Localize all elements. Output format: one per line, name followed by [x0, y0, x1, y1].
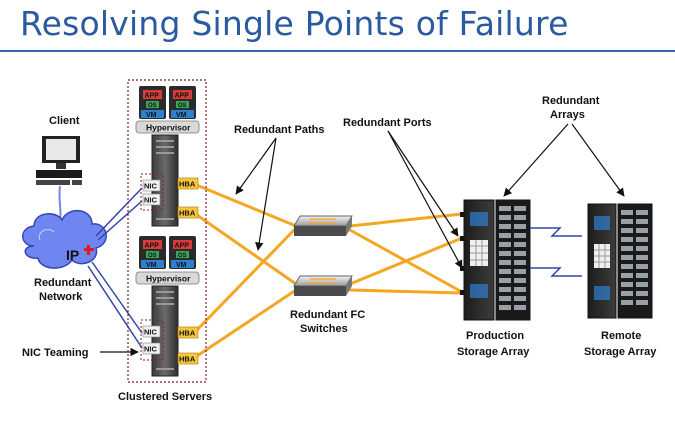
vm-label: VM — [176, 262, 187, 269]
app-label: APP — [145, 243, 160, 250]
redundant-arrays-label-2: Arrays — [550, 109, 585, 121]
title-rule — [0, 50, 675, 52]
os-label: OS — [178, 253, 187, 259]
path-hba2-switch2 — [192, 211, 298, 286]
nic-label: NIC — [144, 328, 158, 337]
production-label-1: Production — [466, 330, 524, 342]
redundant-paths-arrows — [235, 137, 277, 251]
nic-label: NIC — [144, 345, 158, 354]
ip-label: IP — [66, 247, 79, 263]
path-switch2-array-b — [348, 288, 464, 295]
nic-team-box — [140, 173, 164, 211]
fc-switch-1 — [293, 215, 353, 236]
path-switch2-array-a — [348, 236, 464, 286]
server-1: APP OS VM APP OS VM Hypervisor NIC NIC H… — [135, 86, 200, 227]
path-hba3-switch1 — [192, 226, 298, 335]
os-label: OS — [148, 103, 157, 109]
hba-port — [177, 326, 199, 339]
server-2: APP OS VM APP OS VM Hypervisor NIC NIC H… — [135, 236, 200, 377]
vm-label: VM — [146, 112, 157, 119]
hypervisor-label: Hypervisor — [146, 274, 191, 284]
fc-switch-2 — [293, 275, 353, 296]
path-switch1-array-a — [348, 212, 464, 228]
path-hba4-switch2 — [192, 288, 298, 360]
nic-port — [142, 193, 161, 206]
hba-label: HBA — [179, 355, 196, 364]
hba-label: HBA — [179, 329, 196, 338]
network-cloud-icon — [22, 210, 107, 269]
hypervisor-bar — [135, 120, 200, 134]
hypervisor-bar — [135, 271, 200, 285]
os-label: OS — [178, 103, 187, 109]
nic-label: NIC — [144, 182, 158, 191]
remote-label-1: Remote — [601, 330, 641, 342]
hba-label: HBA — [179, 209, 196, 218]
redundant-arrays-label-1: Redundant — [542, 95, 600, 107]
nic-teaming-label: NIC Teaming — [22, 347, 88, 359]
hba-port — [177, 352, 199, 365]
production-label-2: Storage Array — [457, 346, 530, 358]
path-hba1-switch1 — [192, 182, 298, 228]
redundant-arrays-arrows — [503, 123, 625, 197]
hba-label: HBA — [179, 180, 196, 189]
hba-port — [177, 206, 199, 219]
app-label: APP — [175, 93, 190, 100]
redundant-paths — [192, 182, 464, 360]
fc-switches-label-1: Redundant FC — [290, 309, 365, 321]
fc-switches-label-2: Switches — [300, 323, 348, 335]
remote-label-2: Storage Array — [584, 346, 657, 358]
replication-links — [530, 227, 582, 277]
os-label: OS — [148, 253, 157, 259]
nic-port — [142, 342, 161, 355]
vm-label: VM — [176, 112, 187, 119]
remote-storage-array — [587, 203, 653, 319]
nic-label: NIC — [144, 196, 158, 205]
app-label: APP — [175, 243, 190, 250]
client-computer-icon — [36, 136, 82, 185]
app-label: APP — [145, 93, 160, 100]
nic-team-box — [140, 319, 164, 361]
vm-label: VM — [146, 262, 157, 269]
redundant-network-label-2: Network — [39, 291, 83, 303]
nic-port — [142, 325, 161, 338]
redundant-ports-label: Redundant Ports — [343, 117, 432, 129]
redundant-paths-label: Redundant Paths — [234, 124, 324, 136]
clustered-servers-label: Clustered Servers — [118, 391, 212, 403]
redundant-network-label-1: Redundant — [34, 277, 92, 289]
hba-port — [177, 177, 199, 190]
nic-port — [142, 179, 161, 192]
cross-icon — [84, 245, 94, 255]
production-storage-array — [460, 199, 531, 321]
hypervisor-label: Hypervisor — [146, 123, 191, 133]
nic-network-links — [87, 187, 143, 349]
page-title: Resolving Single Points of Failure — [20, 4, 569, 43]
client-label: Client — [49, 115, 80, 127]
cluster-boundary — [127, 79, 207, 383]
redundant-ports-arrows — [387, 130, 463, 269]
